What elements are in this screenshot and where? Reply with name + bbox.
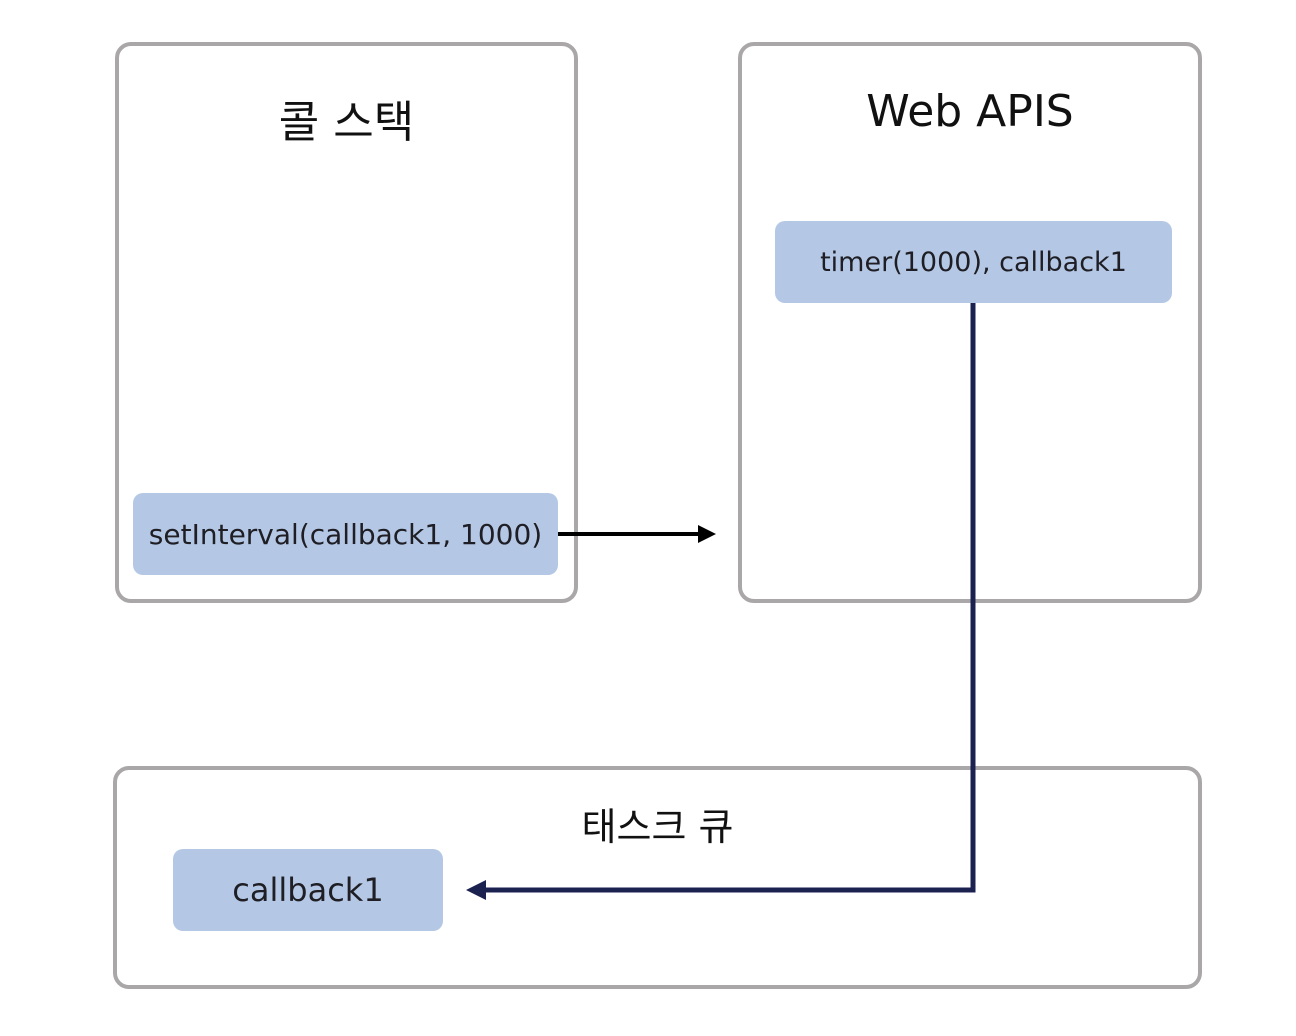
setinterval-chip-label: setInterval(callback1, 1000)	[148, 517, 543, 551]
task-queue-title: 태스크 큐	[581, 805, 734, 849]
callback-chip: callback1	[173, 849, 443, 931]
setinterval-chip: setInterval(callback1, 1000)	[133, 493, 558, 575]
timer-chip: timer(1000), callback1	[775, 221, 1172, 303]
web-apis-title: Web APIS	[866, 86, 1074, 137]
call-stack-title: 콜 스택	[278, 97, 415, 148]
web-apis-panel: Web APIS	[738, 42, 1202, 603]
arrow-setinterval-to-webapis-head	[698, 525, 716, 543]
timer-chip-label: timer(1000), callback1	[820, 246, 1127, 278]
callback-chip-label: callback1	[232, 871, 384, 909]
